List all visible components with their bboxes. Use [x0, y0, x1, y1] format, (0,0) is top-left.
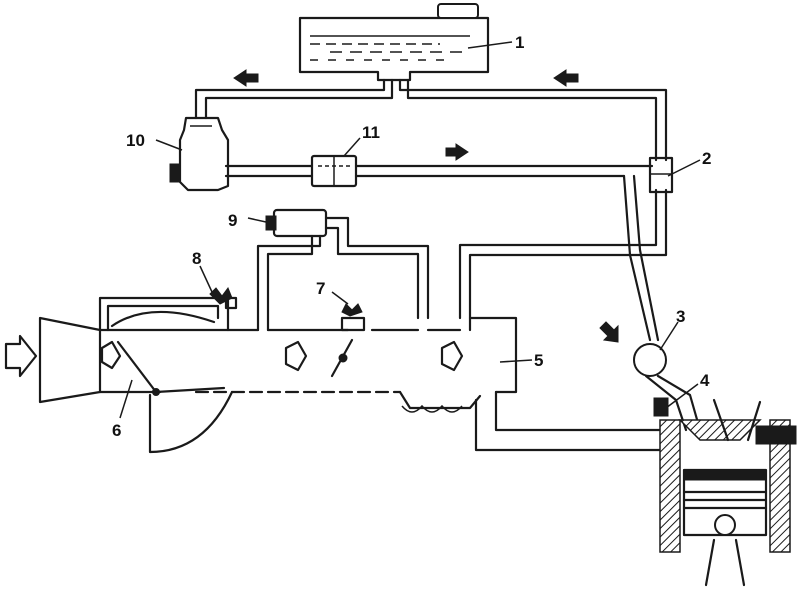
fuel-filter [310, 154, 358, 188]
label-5: 5 [534, 351, 543, 370]
label-7: 7 [316, 279, 325, 298]
fuel-tank [298, 3, 490, 82]
fuel-pump [169, 116, 230, 192]
part-labels: 1 2 3 4 5 6 7 8 9 10 11 [112, 33, 711, 440]
label-1: 1 [515, 33, 524, 52]
injector [633, 343, 702, 432]
pressure-regulator [648, 156, 674, 194]
label-2: 2 [702, 149, 711, 168]
label-11: 11 [362, 123, 380, 142]
label-9: 9 [228, 211, 237, 230]
aux-air-valve [209, 286, 238, 310]
air-flow-meter [110, 310, 234, 454]
air-flow-arrows [4, 334, 464, 378]
throttle-valve [330, 303, 366, 378]
intake-manifold [38, 296, 662, 452]
label-8: 8 [192, 249, 201, 268]
label-10: 10 [126, 131, 145, 150]
leader-lines [119, 41, 701, 419]
fuel-lines [194, 78, 668, 342]
label-6: 6 [112, 421, 121, 440]
fuel-flow-arrows [233, 69, 619, 343]
cold-start-valve [256, 208, 430, 332]
label-4: 4 [700, 371, 710, 390]
engine-cylinder [659, 398, 797, 587]
label-3: 3 [676, 307, 685, 326]
